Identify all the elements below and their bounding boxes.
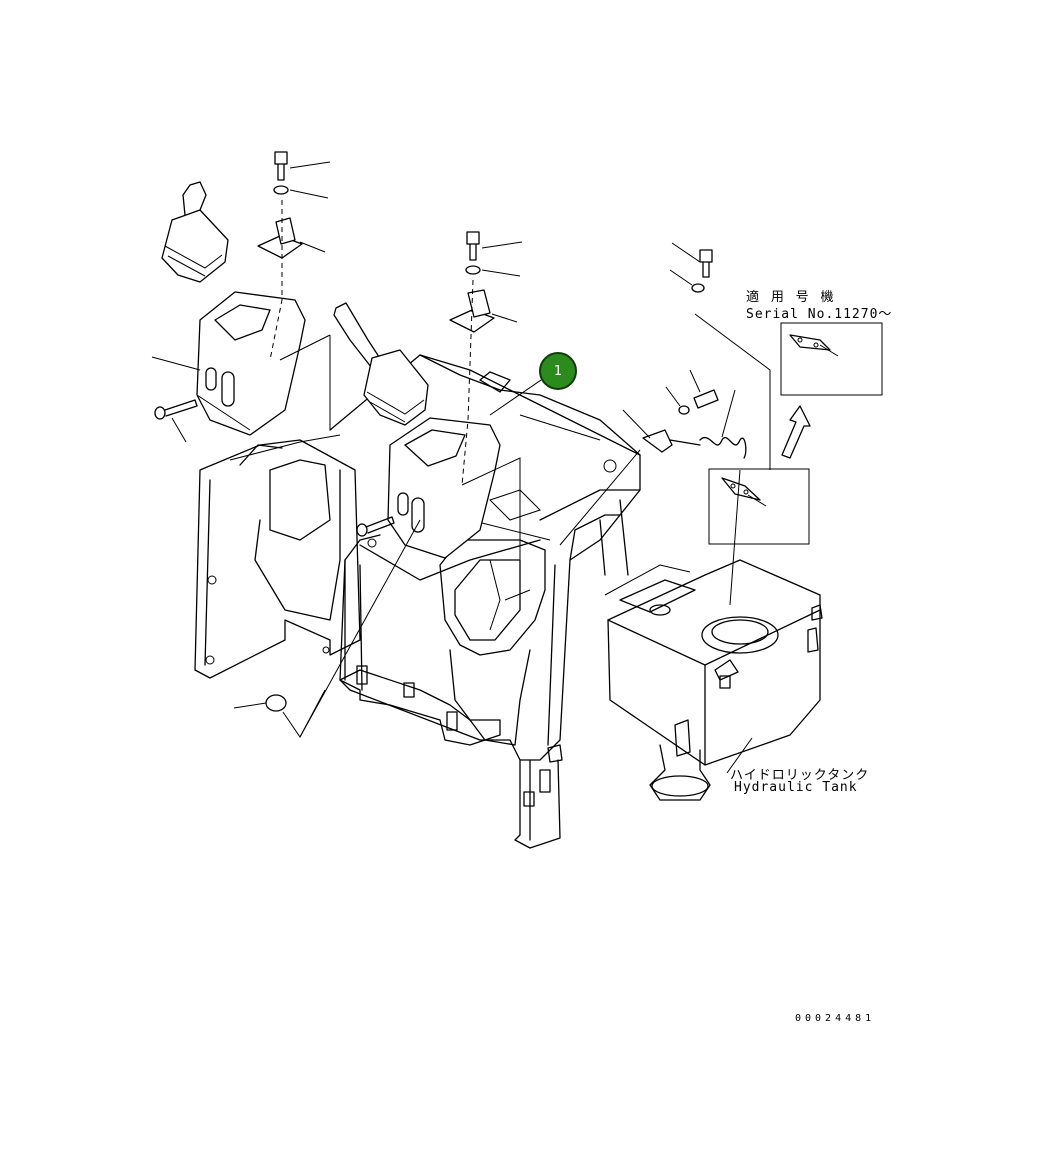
main-frame: [329, 354, 641, 761]
center-lever: [333, 302, 429, 426]
callout-badge-1[interactable]: 1: [539, 352, 577, 390]
detail-box-bottom: [708, 468, 810, 545]
base-plate: [339, 665, 563, 849]
tank-leader: [726, 737, 753, 774]
center-cover: [387, 417, 501, 559]
left-cover: [196, 291, 306, 436]
callout-leader: [489, 377, 545, 416]
left-console: [194, 434, 361, 679]
hydraulic-tank: [604, 469, 823, 801]
center-screw: [356, 516, 395, 537]
center-bolt-stack: [449, 231, 523, 560]
drawing-number: 00024481: [795, 1013, 876, 1024]
arrow-icon: [781, 405, 811, 459]
tank-label-en: Hydraulic Tank: [734, 780, 858, 795]
left-bolt-stack: [257, 151, 331, 430]
right-console: [439, 539, 546, 746]
detail-box-top: [780, 322, 883, 396]
spring-clamp: [559, 369, 747, 546]
left-lever: [161, 181, 229, 283]
right-bolt: [669, 242, 771, 470]
serial-note-jp: 適 用 号 機: [746, 290, 836, 305]
tank-label-jp: ハイドロリックタンク: [730, 768, 870, 783]
cap: [233, 519, 421, 738]
left-screw: [151, 356, 201, 443]
serial-note-en: Serial No.11270～: [746, 307, 893, 322]
